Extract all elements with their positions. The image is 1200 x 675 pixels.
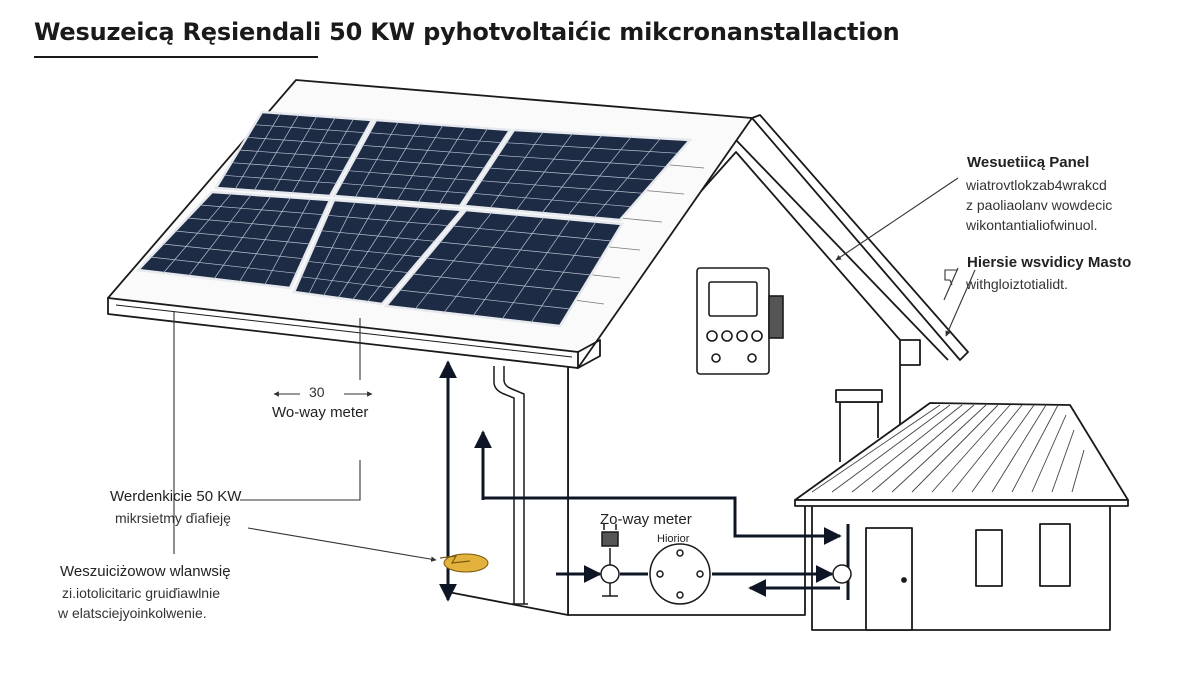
panel-callout-heading: Wesuetiicą Panel bbox=[967, 154, 1090, 171]
panel-cell-line bbox=[515, 133, 573, 211]
panel-callout-line-3: wikontantialiofwinuol. bbox=[966, 217, 1098, 233]
panel-cell-line bbox=[253, 114, 299, 191]
panel-cell-line bbox=[541, 134, 603, 214]
panel-cell-line bbox=[472, 216, 545, 317]
panel-cell-line bbox=[234, 113, 281, 190]
lightning-callout-line-1: zi.iotolicitaric gruiďiawlnie bbox=[62, 585, 220, 601]
lightning-bolt-icon bbox=[439, 553, 489, 573]
mast-callout-line-1: withgloiztotialidt. bbox=[966, 276, 1068, 292]
inverter-box bbox=[696, 267, 784, 375]
system-callout-heading: Werdenkicie 50 KW bbox=[110, 488, 242, 505]
meter-label: Zo-way meter bbox=[600, 511, 692, 528]
meter-junctions bbox=[600, 524, 852, 605]
panel-cell-line bbox=[443, 214, 519, 313]
diagram-title: Wesuzeicą Ręsiendali 50 KW pyhotvoltaići… bbox=[34, 18, 900, 46]
panel-cell-line bbox=[414, 212, 493, 310]
panel-cell-line bbox=[163, 193, 232, 274]
panel-cell-line bbox=[367, 208, 441, 303]
panel-callout-line-2: z paoliaolanv wowdecic bbox=[966, 197, 1113, 213]
panel-cell-line bbox=[417, 126, 466, 203]
panel-cell-line bbox=[310, 118, 354, 195]
lightning-callout-line-2: w elatsciejyoinkolwenie. bbox=[58, 605, 207, 621]
leader-lines bbox=[173, 177, 976, 562]
lightning-callout-heading: Weszuiciżowow wlanwsię bbox=[60, 563, 231, 580]
panel-cell-line bbox=[264, 198, 311, 286]
system-callout-line: mikrsietmy ďiafieję bbox=[115, 510, 231, 526]
downpipe bbox=[493, 366, 528, 605]
panel-cell-line bbox=[272, 115, 318, 193]
panel-cell-line bbox=[375, 123, 421, 200]
panel-cell-line bbox=[489, 131, 544, 209]
panel-cell-line bbox=[308, 201, 356, 295]
solar-panel-array bbox=[135, 110, 693, 328]
panel-cell-line bbox=[530, 221, 597, 323]
panel-cell-line bbox=[396, 124, 444, 202]
panel-cell-line bbox=[567, 136, 632, 216]
panel-cell-line bbox=[354, 121, 399, 198]
mast-callout-heading: Hiersie wsvidicy Masto bbox=[967, 254, 1132, 271]
panel-cell-line bbox=[593, 138, 661, 218]
panel-cell-line bbox=[337, 204, 399, 299]
neighbour-house bbox=[794, 389, 1129, 631]
panel-cell-line bbox=[323, 203, 377, 297]
dimension-label: Wo-way meter bbox=[272, 404, 369, 421]
panel-cell-line bbox=[213, 195, 272, 280]
panel-callout-line-1: wiatrovtlokzab4wrakcd bbox=[966, 177, 1107, 193]
panel-cell-line bbox=[239, 197, 291, 283]
meter-sublabel: Hiorior bbox=[657, 533, 690, 545]
panel-cell-line bbox=[188, 194, 252, 277]
panel-cell-line bbox=[438, 128, 488, 205]
dimension-value: 30 bbox=[309, 384, 325, 400]
panel-cell-line bbox=[501, 219, 571, 320]
panel-cell-line bbox=[352, 206, 420, 301]
panel-cell-line bbox=[291, 117, 336, 194]
title-underline bbox=[34, 56, 318, 58]
